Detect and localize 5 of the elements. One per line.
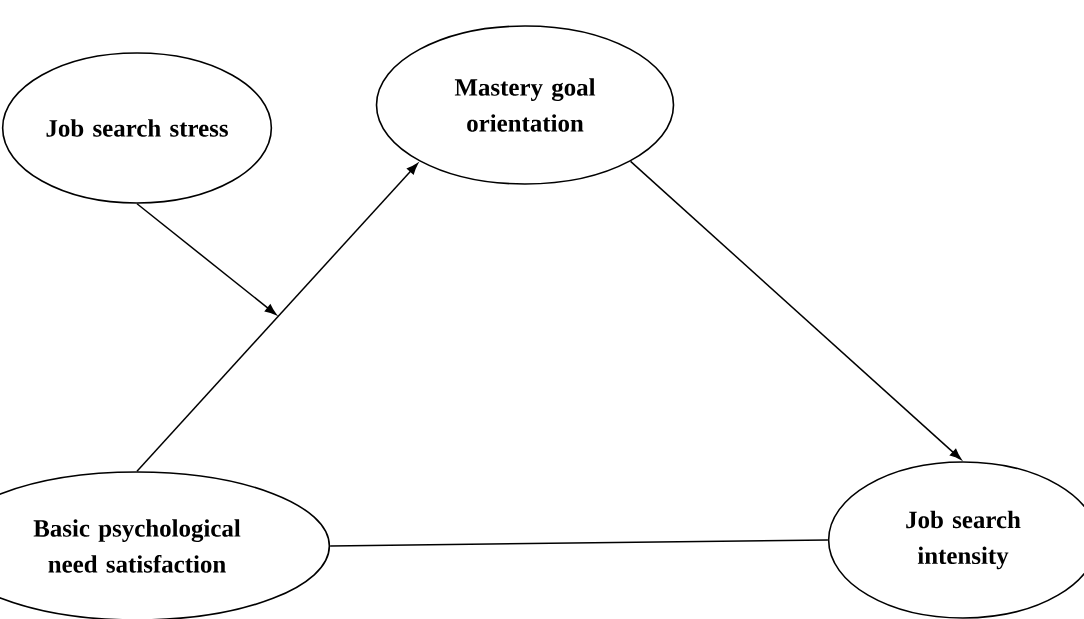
arrow xyxy=(136,163,418,472)
ellipse-node: Mastery goal orientation xyxy=(375,25,675,185)
ellipse-node: Job search stress xyxy=(1,52,273,204)
arrow xyxy=(136,203,277,316)
arrow xyxy=(629,160,962,460)
